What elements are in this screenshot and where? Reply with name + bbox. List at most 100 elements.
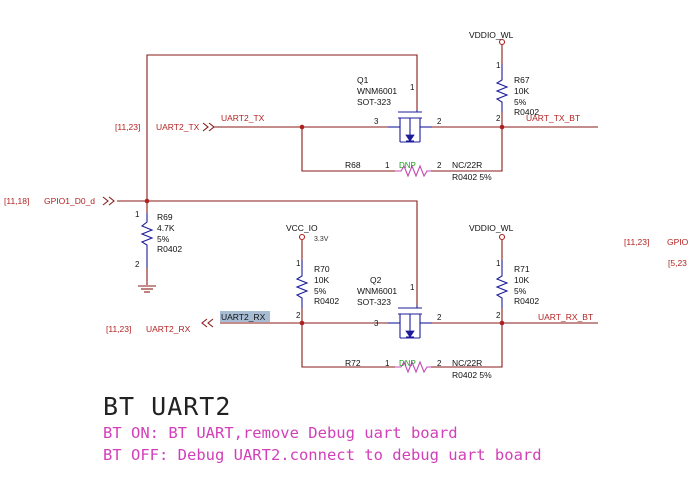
r69-pin2: 2 [135, 260, 140, 269]
r70-value: 10K [314, 275, 329, 285]
q1-ref: Q1 [357, 75, 369, 85]
r67-value: 10K [514, 86, 529, 96]
vccio-power-symbol [298, 233, 306, 241]
q2-pin1: 1 [410, 283, 415, 292]
r72-pin2: 2 [437, 359, 442, 368]
resistor-r69-symbol [140, 213, 154, 268]
r67-ref: R67 [514, 75, 530, 85]
q2-pin3: 3 [374, 319, 379, 328]
r68-dnp: DNP [399, 161, 416, 170]
uart-tx-connector-symbol [202, 122, 215, 132]
uart-tx-bt-label[interactable]: UART_TX_BT [526, 113, 580, 123]
r71-pin2: 2 [496, 311, 501, 320]
junctions [144, 124, 505, 326]
r68-value: NC/22R [452, 160, 482, 170]
off-page-connectors [102, 122, 215, 328]
uart-tx-net-label[interactable]: UART2_TX [156, 122, 200, 132]
gpio-net-label[interactable]: GPIO1_D0_d [44, 196, 95, 206]
wire-gpio-to-q2-gate [117, 200, 418, 305]
q2-part: WNM6001 [357, 286, 397, 296]
r71-labels: R71 10K 5% R0402 1 2 [496, 259, 539, 320]
gpio-connector-symbol [102, 196, 115, 206]
uart-tx-wire-label[interactable]: UART2_TX [221, 113, 265, 123]
resistor-r71-symbol [495, 260, 509, 308]
vcc-io-voltage-label: 3.3V [314, 236, 329, 243]
r69-package: R0402 [157, 244, 182, 254]
r68-package-tol: R0402 5% [452, 172, 492, 182]
r67-pin2: 2 [496, 114, 501, 123]
q2-ref: Q2 [370, 275, 382, 285]
r68-pin2: 2 [437, 161, 442, 170]
r68-ref: R68 [345, 160, 361, 170]
right-ref2-label: [5,23 [668, 258, 687, 268]
wire-gpio-to-q1-gate [146, 54, 418, 201]
uart-rx-bt-label[interactable]: UART_RX_BT [538, 312, 593, 322]
right-net1-label[interactable]: GPIO [667, 237, 689, 247]
r68-labels: R68 1 DNP 2 NC/22R R0402 5% [345, 160, 492, 182]
r72-value: NC/22R [452, 358, 482, 368]
net-labels: [11,18] GPIO1_D0_d [11,23] UART2_TX UART… [4, 30, 689, 334]
uart-tx-ref-label: [11,23] [115, 122, 140, 132]
q1-pin2: 2 [437, 117, 442, 126]
r67-labels: R67 10K 5% R0402 1 2 [496, 61, 539, 123]
bt-on-note: BT ON: BT UART,remove Debug uart board [103, 424, 458, 442]
r69-ref: R69 [157, 212, 173, 222]
mosfet-q2-symbol [388, 305, 432, 339]
gpio-ref-label: [11,18] [4, 196, 29, 206]
ground-icon [138, 285, 156, 293]
uart2-rx-selection-highlight [220, 311, 270, 322]
r72-labels: R72 1 DNP 2 NC/22R R0402 5% [345, 358, 492, 380]
r72-ref: R72 [345, 358, 361, 368]
q1-pin1: 1 [410, 83, 415, 92]
junction-dot [499, 124, 505, 130]
resistor-r70-symbol [295, 260, 309, 308]
resistor-r67-symbol [495, 64, 509, 112]
r68-pin1: 1 [385, 161, 390, 170]
junction-dot [299, 320, 305, 326]
r69-pin1: 1 [135, 210, 140, 219]
junction-dot [299, 124, 305, 130]
uart-rx-connector-symbol [201, 318, 214, 328]
power-symbols [138, 38, 506, 293]
r70-ref: R70 [314, 264, 330, 274]
r67-tol: 5% [514, 97, 527, 107]
mosfet-q1-symbol [388, 110, 432, 143]
r70-labels: R70 10K 5% R0402 1 2 [296, 259, 339, 320]
vddio-mid-label: VDDIO_WL [469, 223, 514, 233]
bt-off-note: BT OFF: Debug UART2.connect to debug uar… [103, 446, 542, 464]
bt-uart2-title: BT UART2 [103, 392, 232, 421]
r71-ref: R71 [514, 264, 530, 274]
right-ref1-label: [11,23] [624, 237, 649, 247]
resistors [140, 64, 509, 374]
q1-package: SOT-323 [357, 97, 391, 107]
r67-package: R0402 [514, 107, 539, 117]
uart-rx-wire-label[interactable]: UART2_RX [221, 312, 266, 322]
r67-pin1: 1 [496, 61, 501, 70]
junction-dot [499, 320, 505, 326]
q2-package: SOT-323 [357, 297, 391, 307]
resistor-r72-symbol [395, 360, 431, 374]
r71-package: R0402 [514, 296, 539, 306]
r70-pin1: 1 [296, 259, 301, 268]
q1-part: WNM6001 [357, 86, 397, 96]
r70-package: R0402 [314, 296, 339, 306]
vddio-top-power-symbol [498, 38, 506, 46]
r69-labels: R69 4.7K 5% R0402 1 2 [135, 210, 182, 269]
wire-r72-left [301, 323, 395, 368]
r71-value: 10K [514, 275, 529, 285]
vcc-io-label: VCC_IO [286, 223, 318, 233]
q1-pin3: 3 [374, 117, 379, 126]
wire-r72-right [431, 323, 503, 368]
r70-pin2: 2 [296, 311, 301, 320]
junction-dot [144, 198, 150, 204]
uart-rx-ref-label: [11,23] [106, 324, 131, 334]
r72-dnp: DNP [399, 359, 416, 368]
uart-rx-net-label[interactable]: UART2_RX [146, 324, 191, 334]
vddio-mid-power-symbol [498, 233, 506, 241]
r71-tol: 5% [514, 286, 527, 296]
r72-package-tol: R0402 5% [452, 370, 492, 380]
q1-labels: Q1 WNM6001 SOT-323 1 2 3 [357, 75, 442, 126]
vddio-top-label: VDDIO_WL [469, 30, 514, 40]
resistor-r68-symbol [395, 164, 431, 178]
